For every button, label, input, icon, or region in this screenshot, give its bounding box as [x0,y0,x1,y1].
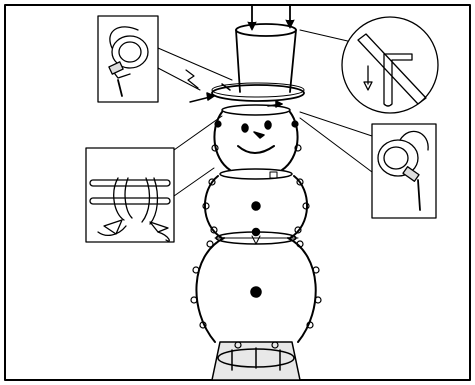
eye-left [242,124,248,132]
eye-right [265,121,271,129]
base-stand [212,342,300,380]
